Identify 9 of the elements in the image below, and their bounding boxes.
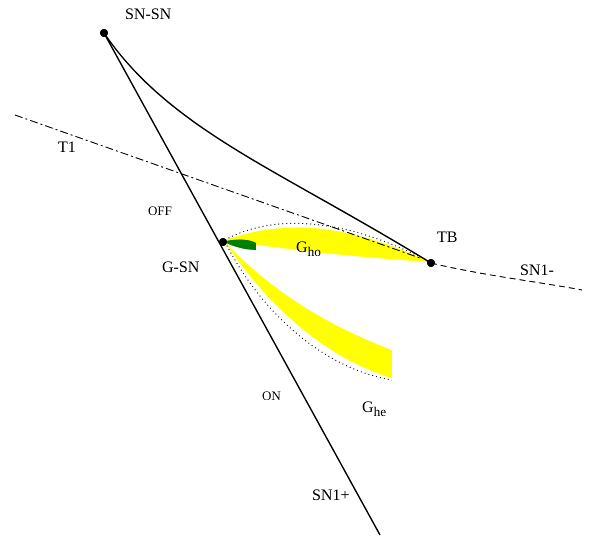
region-label: T1 <box>58 140 76 156</box>
curve-label: SN1- <box>520 263 554 279</box>
point-label: TB <box>437 230 458 246</box>
curve-label: SN1+ <box>312 488 350 504</box>
branch-label: OFF <box>148 204 172 217</box>
branch-label: ON <box>262 389 281 402</box>
point-label: SN-SN <box>125 7 172 23</box>
region-label: G$_{he}$ <box>362 400 386 419</box>
point-label: G-SN <box>162 260 200 276</box>
